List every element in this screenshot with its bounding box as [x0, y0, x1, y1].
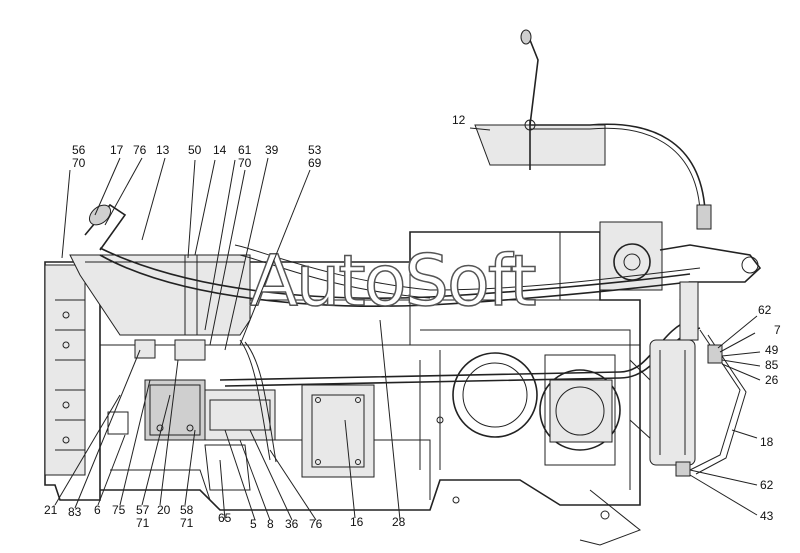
callout-17: 17	[110, 143, 124, 157]
callout-61: 61	[238, 143, 252, 157]
callout-labels: 56 70 17 76 13 50 14 61 70 39 53 69 12 6…	[44, 113, 781, 531]
callout-16: 16	[350, 515, 364, 529]
transmission-housing	[44, 221, 762, 546]
callout-62-b: 62	[760, 478, 774, 492]
callout-18: 18	[760, 435, 774, 449]
hydraulic-cylinder	[649, 281, 723, 477]
callout-36: 36	[285, 517, 299, 531]
callout-75: 75	[112, 503, 126, 517]
callout-12: 12	[452, 113, 466, 127]
callout-7: 7	[774, 323, 781, 337]
callout-65: 65	[218, 511, 232, 525]
callout-83: 83	[68, 505, 82, 519]
callout-50: 50	[188, 143, 202, 157]
callout-14: 14	[213, 143, 227, 157]
callout-28: 28	[392, 515, 406, 529]
callout-13: 13	[156, 143, 170, 157]
callout-76: 76	[133, 143, 147, 157]
callout-6: 6	[94, 503, 101, 517]
callout-26: 26	[765, 373, 779, 387]
callout-57: 57	[136, 503, 150, 517]
callout-43: 43	[760, 509, 774, 523]
callout-8: 8	[267, 517, 274, 531]
callout-53: 53	[308, 143, 322, 157]
callout-71: 71	[136, 516, 150, 530]
callout-70: 70	[72, 156, 86, 170]
callout-76-b: 76	[309, 517, 323, 531]
callout-58: 58	[180, 503, 194, 517]
callout-39: 39	[265, 143, 279, 157]
callout-69: 69	[308, 156, 322, 170]
callout-21: 21	[44, 503, 58, 517]
callout-62: 62	[758, 303, 772, 317]
leader-lines	[54, 127, 761, 521]
oil-tank	[69, 203, 251, 336]
control-lever-bracket	[474, 29, 712, 230]
callout-5: 5	[250, 517, 257, 531]
callout-56: 56	[72, 143, 86, 157]
callout-70-b: 70	[238, 156, 252, 170]
callout-49: 49	[765, 343, 779, 357]
callout-71-b: 71	[180, 516, 194, 530]
callout-85: 85	[765, 358, 779, 372]
watermark-text: AutoSoft	[250, 240, 535, 322]
callout-20: 20	[157, 503, 171, 517]
